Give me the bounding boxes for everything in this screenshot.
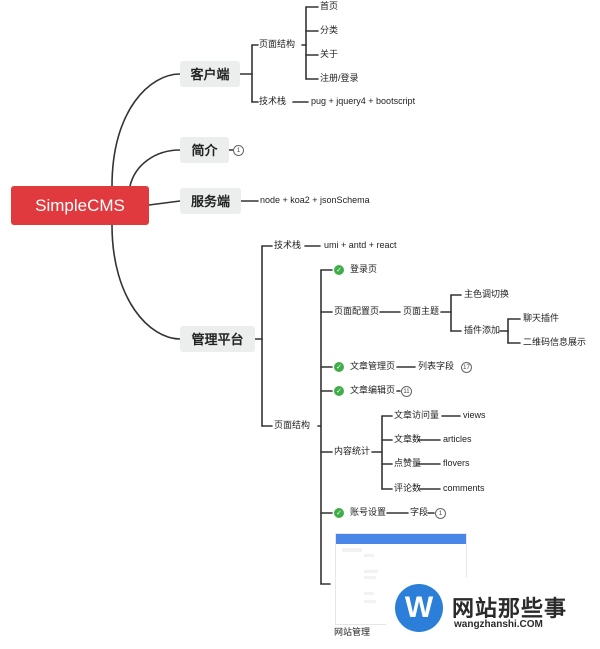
account-settings: 账号设置 (350, 507, 387, 517)
stat-value-articles: articles (443, 434, 472, 444)
check-icon: ✓ (334, 386, 344, 396)
watermark-title: 网站那些事 (452, 596, 568, 621)
stat-label-views: 文章访问量 (394, 410, 440, 420)
config-page: 页面配置页 (334, 306, 380, 316)
intro-note-badge[interactable]: 1 (233, 145, 244, 156)
admin-tech-value: umi + antd + react (324, 240, 397, 250)
watermark-url: wangzhanshi.COM (454, 619, 543, 630)
color-switch: 主色调切换 (464, 289, 510, 299)
logo-letter: W (404, 591, 434, 624)
watermark-logo: W 网站那些事 wangzhanshi.COM (386, 577, 593, 643)
site-management: 网站管理 (334, 627, 371, 637)
login-page: 登录页 (350, 264, 378, 274)
check-icon: ✓ (334, 508, 344, 518)
intro-node[interactable]: 简介 (180, 137, 229, 163)
content-stats: 内容统计 (334, 446, 371, 456)
server-value: node + koa2 + jsonSchema (260, 195, 370, 205)
check-icon: ✓ (334, 265, 344, 275)
list-fields: 列表字段 (418, 361, 455, 371)
client-tech-stack: 技术栈 (259, 96, 287, 106)
w-logo-icon: W (395, 584, 443, 632)
admin-node[interactable]: 管理平台 (180, 326, 255, 352)
client-page-register: 注册/登录 (320, 73, 359, 83)
page-theme: 页面主题 (403, 306, 440, 316)
article-edit-note-badge[interactable]: 11 (401, 386, 412, 397)
article-edit-page: 文章编辑页 (350, 385, 396, 395)
article-management-page: 文章管理页 (350, 361, 396, 371)
client-tech-value: pug + jquery4 + bootscript (311, 96, 416, 106)
fields: 字段 (410, 507, 429, 517)
stat-label-likes: 点赞量 (394, 458, 422, 468)
plugin-add: 插件添加 (464, 325, 501, 335)
stat-label-comments: 评论数 (394, 483, 422, 493)
list-fields-note-badge[interactable]: 17 (461, 362, 472, 373)
chat-plugin: 聊天插件 (523, 313, 560, 323)
stat-value-views: views (463, 410, 486, 420)
fields-note-badge[interactable]: 1 (435, 508, 446, 519)
check-icon: ✓ (334, 362, 344, 372)
stat-value-comments: comments (443, 483, 485, 493)
server-node[interactable]: 服务端 (180, 188, 241, 214)
stat-label-articles: 文章数 (394, 434, 422, 444)
client-page-structure: 页面结构 (259, 39, 296, 49)
client-page-home: 首页 (320, 1, 339, 11)
client-page-about: 关于 (320, 49, 339, 59)
stat-value-likes: flovers (443, 458, 470, 468)
admin-page-structure: 页面结构 (274, 420, 311, 430)
admin-tech-stack: 技术栈 (274, 240, 302, 250)
client-page-category: 分类 (320, 25, 339, 35)
root-node[interactable]: SimpleCMS (11, 186, 149, 225)
qr-plugin: 二维码信息展示 (523, 337, 587, 347)
client-node[interactable]: 客户端 (180, 61, 240, 87)
